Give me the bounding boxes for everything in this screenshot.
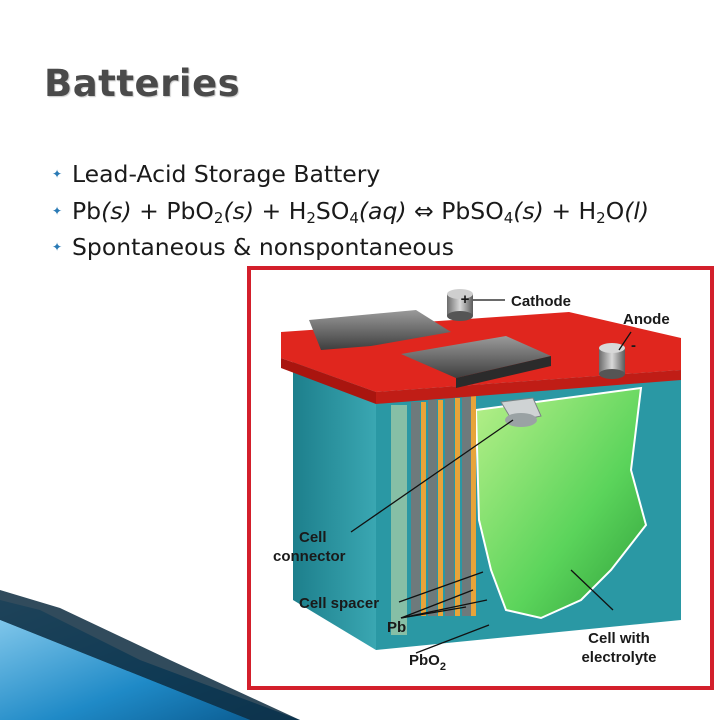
chemical-equation: Pb(s) + PbO2(s) + H2SO4(aq) ⇔ PbSO4(s) +… (72, 197, 649, 225)
anode-label: Anode (623, 311, 670, 328)
bullet-item: ✦ Spontaneous & nonspontaneous (52, 229, 649, 266)
cell-plates (391, 396, 476, 635)
anode-terminal (599, 343, 625, 379)
list-bullet-icon: ✦ (52, 193, 62, 230)
pbo2-label: PbO2 (409, 652, 446, 673)
battery-illustration: + Cathode Anode - Cell connector Cell sp… (251, 270, 710, 686)
cell-spacer-label: Cell spacer (299, 595, 379, 612)
pb-label: Pb (387, 619, 406, 636)
bullet-list: ✦ Lead-Acid Storage Battery ✦ Pb(s) + Pb… (52, 156, 649, 266)
minus-label: - (631, 337, 636, 354)
list-bullet-icon: ✦ (52, 229, 62, 266)
bullet-item-equation: ✦ Pb(s) + PbO2(s) + H2SO4(aq) ⇔ PbSO4(s)… (52, 193, 649, 230)
cell-with-electrolyte-label-1: Cell with (588, 630, 650, 647)
bullet-item: ✦ Lead-Acid Storage Battery (52, 156, 649, 193)
list-bullet-icon: ✦ (52, 156, 62, 193)
cell-connector-label-1: Cell (299, 529, 327, 546)
plus-label: + (461, 291, 470, 308)
slide-title: Batteries (44, 62, 240, 105)
cell-connector-label-2: connector (273, 548, 346, 565)
battery-diagram: + Cathode Anode - Cell connector Cell sp… (247, 266, 714, 690)
corner-swoosh-decoration (0, 590, 300, 720)
bullet-text: Spontaneous & nonspontaneous (72, 233, 454, 261)
cathode-label: Cathode (511, 293, 571, 310)
bullet-text: Lead-Acid Storage Battery (72, 160, 380, 188)
cell-with-electrolyte-label-2: electrolyte (581, 649, 656, 666)
equilibrium-arrow-icon: ⇔ (407, 197, 442, 225)
